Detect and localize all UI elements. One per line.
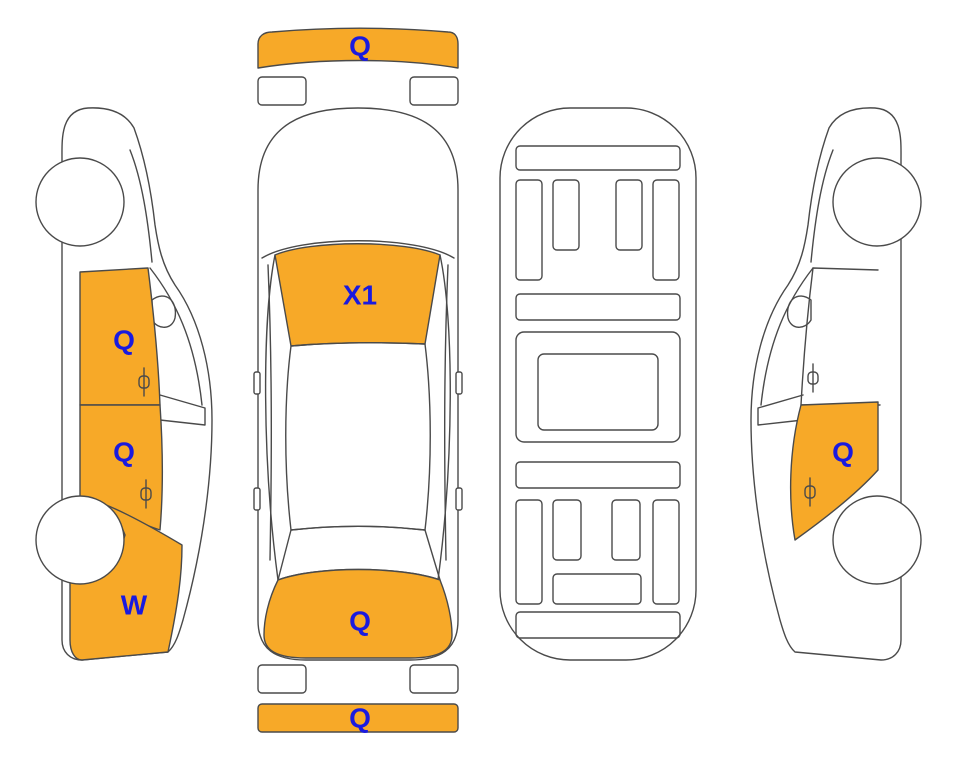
left-side-windshield [149, 267, 203, 406]
right-rear-wheel [832, 495, 922, 585]
underbody-front-crossmember [515, 145, 681, 171]
underbody-rear-crossmember [515, 611, 681, 639]
rear-bumper-label: Q [349, 703, 371, 734]
right-side-roof-line [810, 149, 834, 263]
top-left-rear-mirror [253, 487, 261, 511]
left-side-view: Q Q W [35, 107, 213, 661]
left-side-mirror [151, 295, 177, 328]
right-front-door-handle [807, 363, 819, 393]
underbody-center-frame [515, 331, 681, 443]
underbody-view [499, 107, 697, 661]
left-front-door-handle [138, 367, 150, 397]
underbody-rear-left-rail [515, 499, 543, 605]
underbody-mid-rear-bar [515, 461, 681, 489]
rear-left-taillight [257, 664, 307, 694]
left-rear-wheel [35, 495, 125, 585]
left-rear-door-handle [140, 479, 152, 509]
top-right-rear-mirror [455, 487, 463, 511]
left-rear-quarter-panel [69, 499, 183, 661]
underbody-rear-right-rail [652, 499, 680, 605]
left-side-roof-line [129, 149, 153, 263]
right-rear-door-label: Q [832, 437, 854, 468]
right-front-wheel [832, 157, 922, 247]
underbody-rear-box [552, 573, 642, 605]
left-rear-quarter-label: W [121, 590, 148, 621]
right-rear-door-handle [804, 477, 816, 507]
rear-right-taillight [409, 664, 459, 694]
right-front-door-line [800, 267, 881, 406]
underbody-front-left-box [552, 179, 580, 251]
right-side-view: Q [750, 107, 922, 661]
left-rear-door-label: Q [113, 437, 135, 468]
underbody-rear-left-box [552, 499, 582, 561]
top-hood-line [261, 240, 455, 259]
underbody-mid-front-bar [515, 293, 681, 321]
rear-bumper-panel [257, 703, 459, 733]
underbody-front-left-rail [515, 179, 543, 281]
left-front-door-label: Q [113, 325, 135, 356]
front-right-headlight [409, 76, 459, 106]
underbody-front-right-rail [652, 179, 680, 281]
front-bumper-panel [257, 27, 459, 69]
underbody-front-right-box [615, 179, 643, 251]
top-view: Q X1 Q Q [253, 27, 463, 734]
windshield-label: X1 [343, 280, 377, 311]
front-bumper-label: Q [349, 31, 371, 62]
underbody-rear-right-box [611, 499, 641, 561]
underbody-center-panel [537, 353, 659, 431]
top-right-pillar [437, 254, 451, 581]
right-rear-door-panel [789, 401, 879, 541]
trunk-lid-panel [263, 568, 453, 659]
top-body-outline [257, 107, 459, 661]
right-side-window [757, 394, 804, 426]
top-right-mirror [455, 371, 463, 395]
right-side-windshield [760, 267, 814, 406]
front-left-headlight [257, 76, 307, 106]
top-left-mirror [253, 371, 261, 395]
top-left-pillar [264, 254, 279, 581]
trunk-lid-label: Q [349, 606, 371, 637]
left-side-window [159, 394, 206, 426]
left-front-wheel [35, 157, 125, 247]
underbody-outline [499, 107, 697, 661]
